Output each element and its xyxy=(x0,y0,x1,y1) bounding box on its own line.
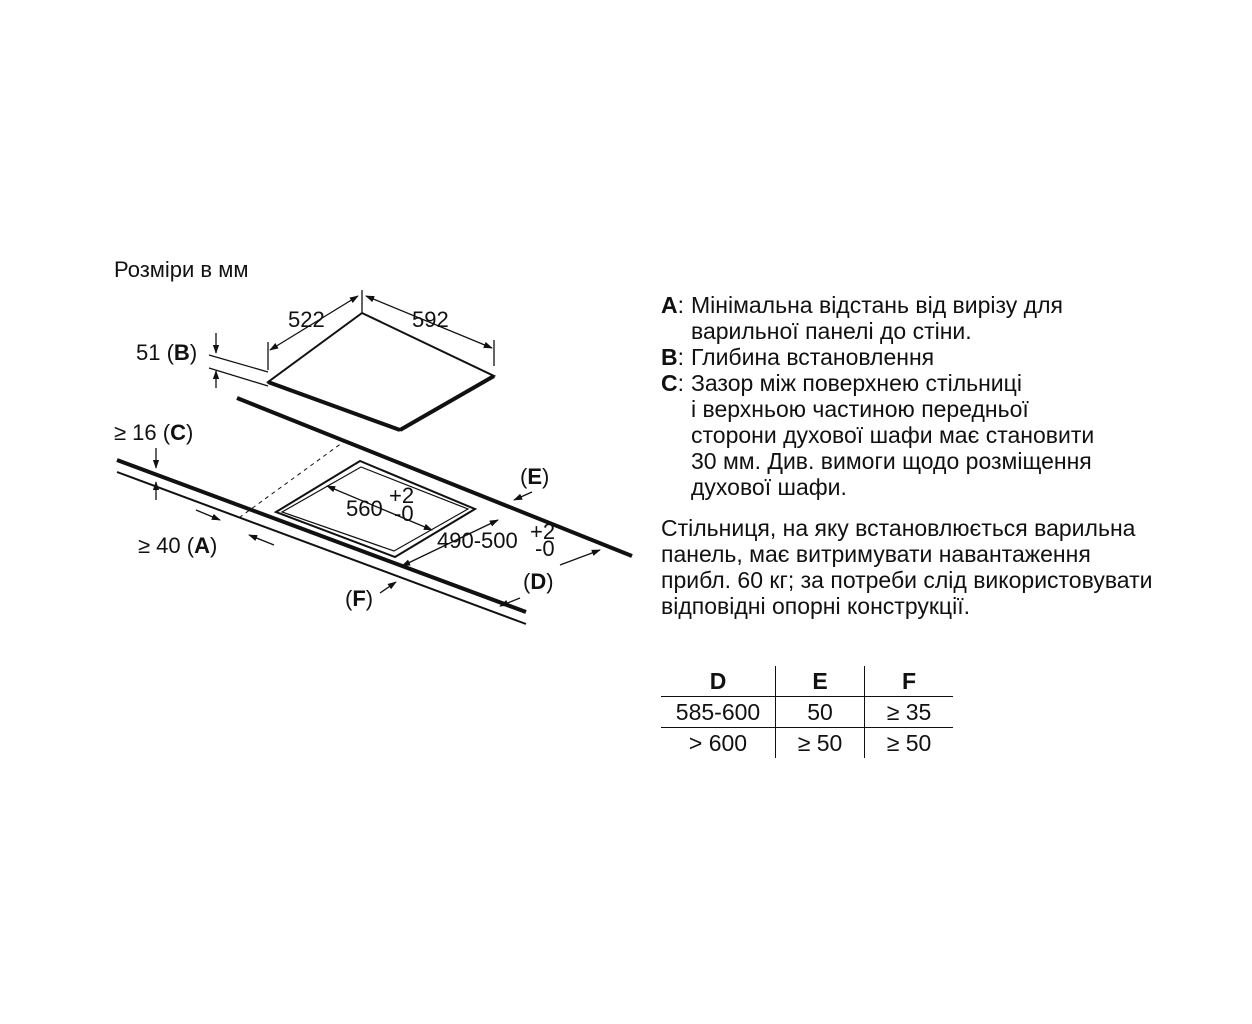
legend-text: духової шафи. xyxy=(691,474,847,500)
table-cell: ≥ 35 xyxy=(864,696,953,728)
legend-key: B xyxy=(661,344,684,370)
legend-text: варильної панелі до стіни. xyxy=(691,318,972,344)
worktop-depth-d-label: (D) xyxy=(523,569,554,594)
hob-depth-label: 522 xyxy=(288,307,325,332)
table-cell: 585-600 xyxy=(661,696,776,728)
cutout-outline xyxy=(273,459,478,559)
cutout-width-label: 560 xyxy=(346,496,383,521)
distance-a-dimension xyxy=(195,509,275,546)
distance-e-label: (E) xyxy=(520,464,549,489)
distance-a-label: ≥ 40 (A) xyxy=(138,533,217,558)
installation-depth-dimension xyxy=(208,333,269,388)
units-heading: Розміри в мм xyxy=(114,257,248,282)
legend-text: 30 мм. Див. вимоги щодо розміщення xyxy=(691,448,1092,474)
cutout-depth-label: 490-500 xyxy=(437,528,518,553)
hob-width-label: 592 xyxy=(412,307,449,332)
worktop-depth-d-dimension xyxy=(499,549,601,607)
distance-f-dimension xyxy=(379,581,397,594)
legend-text: і верхньою частиною передньої xyxy=(691,396,1029,422)
installation-depth-label: 51 (B) xyxy=(136,340,197,365)
table-row: > 600 ≥ 50 ≥ 50 xyxy=(661,727,953,758)
dimension-table: D E F 585-600 50 ≥ 35 > 600 ≥ 50 ≥ 50 xyxy=(661,666,953,758)
cutout-depth-tol-plus: +2 xyxy=(530,519,555,544)
worktop-outline xyxy=(116,396,633,625)
table-row: 585-600 50 ≥ 35 xyxy=(661,696,953,728)
gap-c-label: ≥ 16 (C) xyxy=(114,420,193,445)
distance-f-label: (F) xyxy=(345,586,373,611)
table-cell: ≥ 50 xyxy=(775,727,865,758)
cutout-depth-tol-minus: -0 xyxy=(535,536,555,561)
table-cell: 50 xyxy=(775,696,865,728)
legend-item-c: C Зазор між поверхнею стільниці і верхнь… xyxy=(661,370,1221,500)
table-cell: ≥ 50 xyxy=(864,727,953,758)
legend-text: Мінімальна відстань від вирізу для xyxy=(691,292,1063,318)
cutout-width-tol-minus: -0 xyxy=(394,501,414,526)
legend-key: C xyxy=(661,370,684,396)
distance-e-dimension xyxy=(513,491,533,501)
legend-key: A xyxy=(661,292,684,318)
table-header-f: F xyxy=(864,666,953,697)
table-header-e: E xyxy=(775,666,865,697)
hob-width-dimension xyxy=(267,290,495,370)
table-cell: > 600 xyxy=(688,729,748,756)
table-header-d: D xyxy=(661,666,776,697)
legend: A Мінімальна відстань від вирізу для вар… xyxy=(661,292,1221,500)
cutout-width-tol-plus: +2 xyxy=(389,483,414,508)
cutout-dimensions xyxy=(326,485,499,567)
legend-text: Глибина встановлення xyxy=(691,344,935,370)
legend-item-a: A Мінімальна відстань від вирізу для вар… xyxy=(661,292,1221,344)
legend-text: сторони духової шафи має становити xyxy=(691,422,1095,448)
load-note: Стільниця, на яку встановлюється варильн… xyxy=(661,515,1153,619)
legend-text: Зазор між поверхнею стільниці xyxy=(691,370,1022,396)
legend-item-b: B Глибина встановлення xyxy=(661,344,1221,370)
